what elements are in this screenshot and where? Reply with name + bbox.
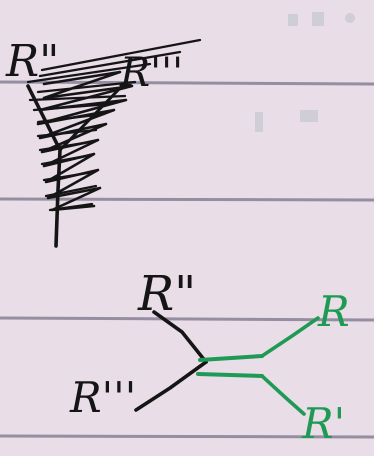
- bond-to-upper-right-substituent: [260, 316, 320, 358]
- show-through-mark: [300, 110, 318, 122]
- bond-to-lower-right-substituent: [260, 374, 306, 416]
- show-through-mark: [255, 112, 263, 132]
- newman-projection-top: [26, 38, 202, 248]
- label-r-double-prime-bottom: R": [137, 266, 196, 322]
- label-r-triple-prime-top: R''': [119, 50, 183, 96]
- rule-line: [0, 316, 374, 322]
- alkene-structure-bottom: [134, 310, 320, 416]
- bond-to-right-label: [58, 82, 126, 152]
- rule-line: [0, 434, 374, 439]
- double-bond-upper: [198, 354, 264, 362]
- rule-line: [0, 197, 374, 202]
- show-through-mark: [312, 12, 324, 26]
- bond-to-top-substituent: [152, 310, 208, 364]
- bond-to-lower-left-substituent: [134, 360, 208, 412]
- label-r-triple-prime-bottom: R''': [69, 373, 136, 422]
- double-bond-lower: [196, 372, 264, 378]
- ruled-lines: [0, 80, 374, 439]
- show-through-mark: [288, 14, 298, 26]
- label-r-upper-right: R: [317, 287, 350, 336]
- label-r-double-prime-top: R": [5, 36, 59, 87]
- label-r-prime-lower-right: R': [301, 399, 345, 448]
- paper-show-through: [255, 12, 355, 132]
- show-through-mark: [345, 13, 355, 23]
